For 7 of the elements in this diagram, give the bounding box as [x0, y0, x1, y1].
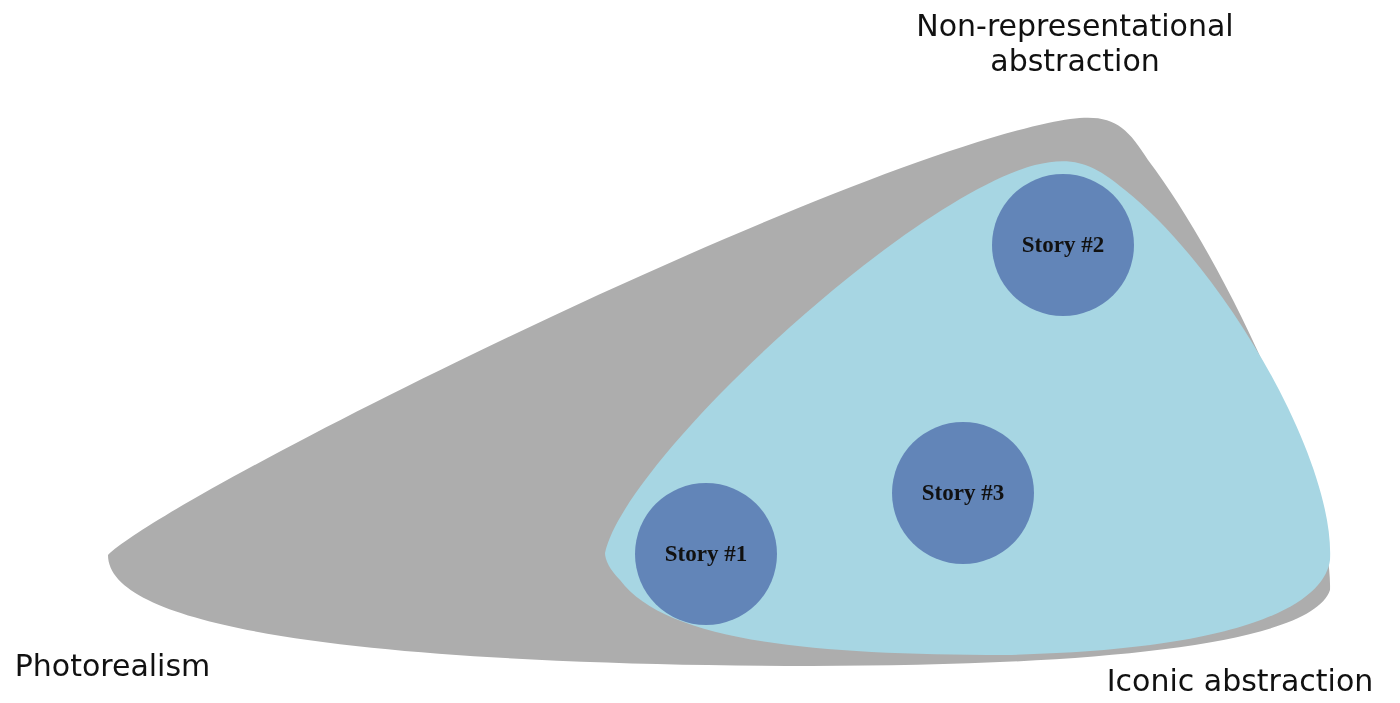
axis-label: Iconic abstraction	[1105, 663, 1375, 698]
circle-label: Story #1	[664, 541, 748, 567]
circle-label: Story #3	[921, 480, 1005, 506]
circle-label: Story #2	[1021, 232, 1105, 258]
axis-label: Non-representational abstraction	[915, 8, 1235, 78]
axis-label: Photorealism	[13, 648, 212, 683]
inner-region	[605, 160, 1332, 657]
